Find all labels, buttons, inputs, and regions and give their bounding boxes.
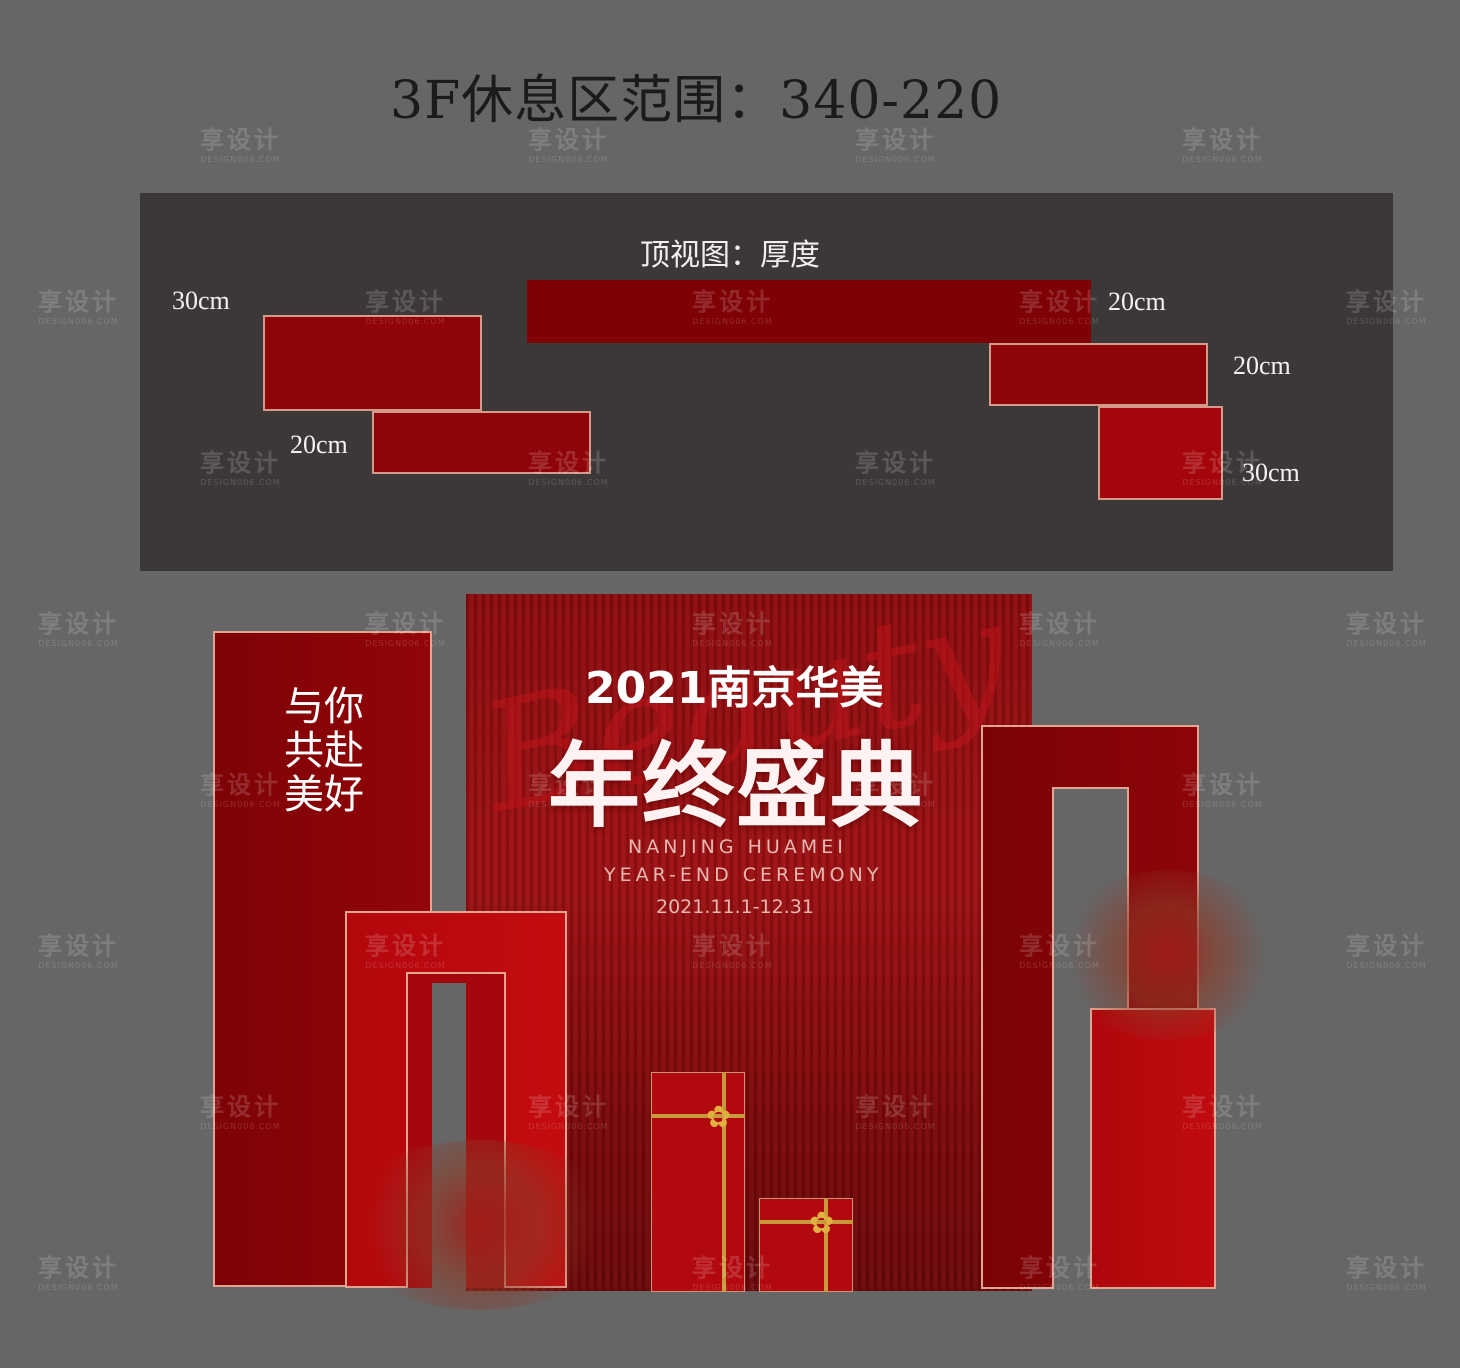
slogan-text: 与你共赴美好 [284, 684, 364, 818]
top-view-block-left-lower [372, 411, 591, 474]
dimension-label: 30cm [172, 286, 230, 315]
right-short-panel [1090, 1008, 1216, 1289]
english-subtitle-2: YEAR-END CEREMONY [604, 864, 883, 886]
headline-year: 2021南京华美 [585, 663, 884, 714]
top-view-block-right-upper [989, 343, 1208, 406]
english-subtitle-1: NANJING HUAMEI [628, 836, 847, 858]
flower-arrangement-right [1055, 870, 1280, 1040]
dimension-label: 20cm [1233, 351, 1291, 380]
gift-ribbon [824, 1198, 828, 1292]
top-view-block-right-lower [1098, 406, 1223, 500]
dimension-label: 20cm [1108, 287, 1166, 316]
gift-ribbon [722, 1072, 726, 1292]
gift-ribbon [759, 1220, 853, 1224]
gift-ribbon [651, 1114, 745, 1118]
gift-bow-icon: ✿ [706, 1100, 732, 1135]
top-view-caption: 顶视图：厚度 [640, 238, 820, 273]
headline-main: 年终盛典 [548, 733, 925, 840]
top-view-block-center [527, 280, 1091, 343]
gift-box-short [759, 1198, 853, 1292]
dimension-label: 20cm [290, 430, 348, 459]
gift-bow-icon: ✿ [809, 1206, 835, 1241]
top-view-block-left-upper [263, 315, 482, 411]
dimension-label: 30cm [1242, 458, 1300, 487]
event-date: 2021.11.1-12.31 [656, 896, 814, 918]
gift-box-tall [651, 1072, 745, 1292]
flower-arrangement-left [340, 1140, 620, 1310]
page-title: 3F休息区范围：340-220 [390, 71, 1003, 131]
